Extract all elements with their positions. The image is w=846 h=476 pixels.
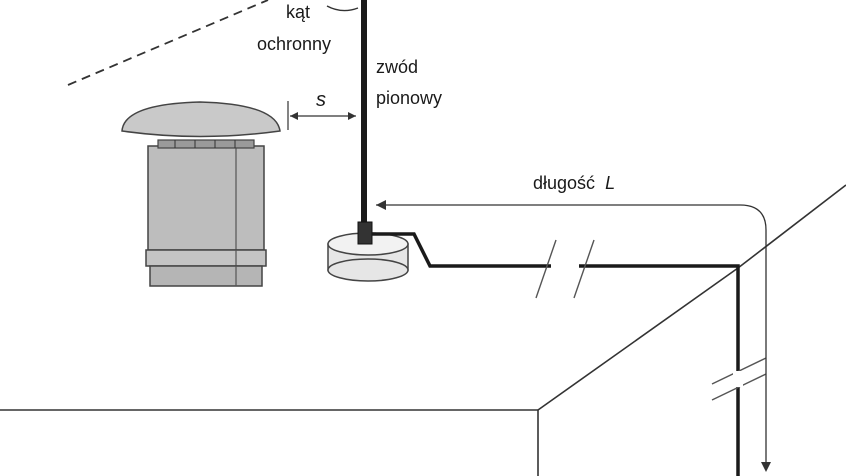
length-label-prefix: długość: [533, 173, 595, 193]
protection-angle-label-line1: kąt: [286, 2, 310, 22]
down-conductor: [372, 232, 740, 476]
protection-angle-label-line2: ochronny: [257, 34, 331, 54]
break-mark-horizontal-1: [535, 239, 557, 299]
separation-label: s: [316, 89, 326, 111]
chimney-cap: [121, 101, 281, 138]
length-label-symbol: L: [605, 173, 615, 193]
rod-clamp: [357, 221, 373, 245]
separation-dimension: [287, 101, 356, 130]
vertical-rod-label-line1: zwód: [376, 57, 418, 77]
vertical-rod-label-line2: pionowy: [376, 88, 442, 108]
break-mark-horizontal-2: [573, 239, 595, 299]
chimney-base: [149, 265, 263, 287]
length-label: długość L: [533, 173, 615, 193]
chimney-base-band: [145, 249, 267, 267]
chimney-body: [147, 145, 265, 251]
protection-angle-dashed-line: [67, 0, 269, 86]
chimney: [121, 101, 281, 287]
length-dimension: [376, 200, 771, 472]
protection-angle-arc: [326, 5, 359, 12]
roof-block: [0, 184, 846, 476]
